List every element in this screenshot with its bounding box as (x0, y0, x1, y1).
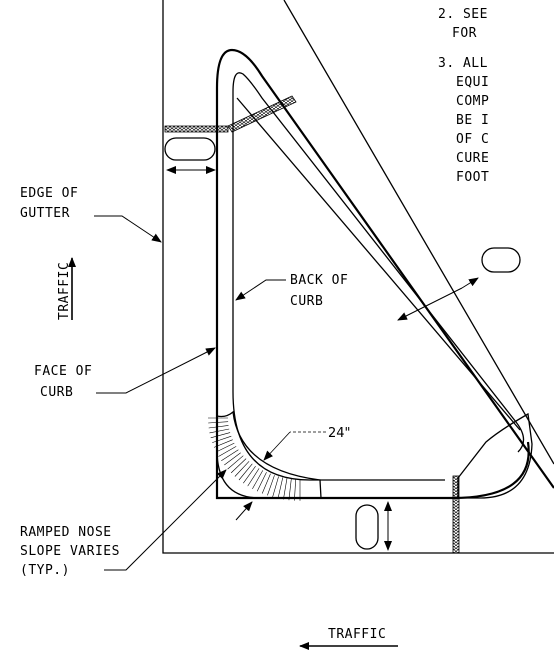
drain-oval-bottom (355, 504, 379, 550)
hatch-line (243, 466, 256, 484)
label-ramped-nose-1: RAMPED NOSE (20, 525, 112, 540)
face-of-curb-outline (215, 48, 554, 500)
note-2-line-2: FOR (452, 26, 477, 41)
label-traffic-vertical: TRAFFIC (57, 262, 72, 320)
hatch-line (230, 458, 247, 474)
hatch-line (247, 468, 260, 487)
label-traffic-horizontal: TRAFFIC (328, 627, 386, 642)
leader-edge-of-gutter (94, 215, 162, 243)
hatch-line (288, 478, 292, 501)
hatch-line (208, 425, 229, 429)
hatch-line (261, 473, 271, 494)
note-3-line-1: 3. ALL (438, 56, 488, 71)
leader-back-of-curb (235, 279, 286, 301)
note-3-line-5: OF C (456, 132, 489, 147)
back-of-curb-outline (232, 72, 525, 481)
label-back-of-curb-1: BACK OF (290, 273, 348, 288)
label-face-of-curb-1: FACE OF (34, 364, 92, 379)
edge-of-gutter-outline (162, 0, 554, 554)
hatch-line (256, 472, 267, 492)
note-2-line-1: 2. SEE (438, 7, 488, 22)
note-3-line-3: COMP (456, 94, 489, 109)
note-3-line-2: EQUI (456, 75, 489, 90)
curb-joint-top (164, 95, 297, 133)
hatch-line (277, 477, 284, 499)
hatch-line (272, 476, 279, 498)
leader-ramped-nose (104, 469, 253, 571)
hatch-line (213, 439, 233, 448)
hatch-line (252, 470, 264, 490)
hatch-line (215, 442, 235, 453)
hatch-line (209, 428, 230, 434)
label-dimension-24: 24" (328, 426, 351, 441)
label-face-of-curb-2: CURB (40, 385, 73, 400)
leader-24-inch (263, 431, 326, 461)
hatch-line (283, 478, 288, 500)
hatch-line (210, 432, 231, 439)
label-ramped-nose-3: (TYP.) (20, 563, 70, 578)
label-ramped-nose-2: SLOPE VARIES (20, 544, 120, 559)
drain-oval-right (481, 247, 521, 273)
ramped-nose-hatch-left (208, 410, 322, 501)
label-back-of-curb-2: CURB (290, 294, 323, 309)
hatch-line (267, 475, 275, 496)
hatch-line (227, 455, 244, 470)
hatch-line (224, 452, 241, 466)
hatch-line (234, 461, 250, 477)
hatch-line (212, 435, 232, 443)
note-3-line-4: BE I (456, 113, 489, 128)
note-3-line-7: FOOT (456, 170, 489, 185)
hatch-line (294, 479, 296, 501)
hatch-line (218, 446, 237, 457)
label-edge-of-gutter-1: EDGE OF (20, 186, 78, 201)
leader-face-of-curb (96, 347, 216, 394)
ramped-nose-hatch-right (457, 412, 533, 499)
hatch-line (238, 463, 253, 481)
curb-joint-bottom (452, 475, 460, 554)
dimension-arrow-diagonal (397, 277, 479, 321)
drain-oval-left (164, 137, 216, 161)
hatch-line (208, 421, 229, 424)
label-edge-of-gutter-2: GUTTER (20, 206, 70, 221)
hatch-line (221, 449, 239, 462)
note-3-line-6: CURE (456, 151, 489, 166)
